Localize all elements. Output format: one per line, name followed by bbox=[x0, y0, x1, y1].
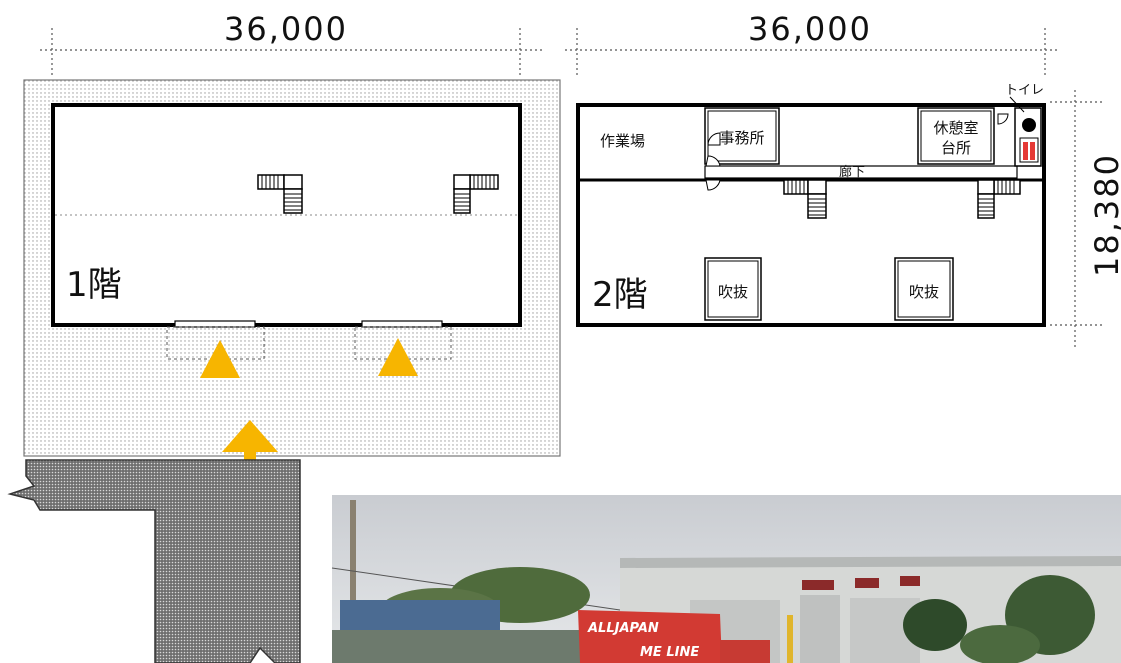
room-workshop-label: 作業場 bbox=[600, 132, 645, 150]
atrium-left bbox=[704, 257, 762, 321]
atrium-left-label: 吹抜 bbox=[718, 283, 748, 301]
room-break-kitchen bbox=[917, 107, 995, 165]
exterior-photo: ALLJAPAN ME LINE bbox=[331, 495, 1121, 663]
room-office bbox=[704, 107, 780, 165]
dimension-line-floor1 bbox=[40, 28, 545, 78]
truck-sign-line2: ME LINE bbox=[640, 645, 699, 660]
dimension-line-depth bbox=[1050, 90, 1105, 350]
entrance-arrow-left-icon bbox=[200, 340, 240, 378]
dimension-label-floor1-width: 36,000 bbox=[224, 10, 348, 48]
floor2-label: 2階 bbox=[592, 275, 648, 315]
room-office-label: 事務所 bbox=[719, 129, 764, 147]
floor2-staircase-left bbox=[783, 179, 827, 219]
door-corridor-left-icon bbox=[705, 155, 721, 167]
corridor-label: 廊下 bbox=[839, 164, 865, 180]
dimension-line-floor2 bbox=[565, 28, 1060, 78]
floor1-entrance-left bbox=[166, 320, 265, 360]
dimension-label-floor2-width: 36,000 bbox=[748, 10, 872, 48]
road-hatched-area bbox=[7, 459, 301, 663]
room-break-label: 休憩室 bbox=[933, 119, 978, 137]
truck-sign-line1: ALLJAPAN bbox=[587, 621, 659, 636]
room-kitchen-label: 台所 bbox=[941, 139, 971, 157]
toilet-block bbox=[1014, 107, 1042, 167]
entrance-arrow-right-icon bbox=[378, 338, 418, 376]
toilet-label: トイレ bbox=[1005, 83, 1044, 98]
toilet-bowl-icon bbox=[1022, 118, 1036, 132]
floor2-corridor bbox=[704, 165, 1018, 179]
floor1-staircase-right bbox=[453, 174, 499, 214]
door-break-room-icon bbox=[997, 113, 1009, 125]
door-corridor-bottom-icon bbox=[705, 179, 721, 191]
dimension-label-depth: 18,380 bbox=[1088, 153, 1121, 277]
floor1-staircase-left bbox=[257, 174, 303, 214]
floor1-label: 1階 bbox=[66, 265, 122, 305]
atrium-right-label: 吹抜 bbox=[909, 283, 939, 301]
floor2-staircase-right bbox=[977, 179, 1021, 219]
atrium-right bbox=[894, 257, 954, 321]
